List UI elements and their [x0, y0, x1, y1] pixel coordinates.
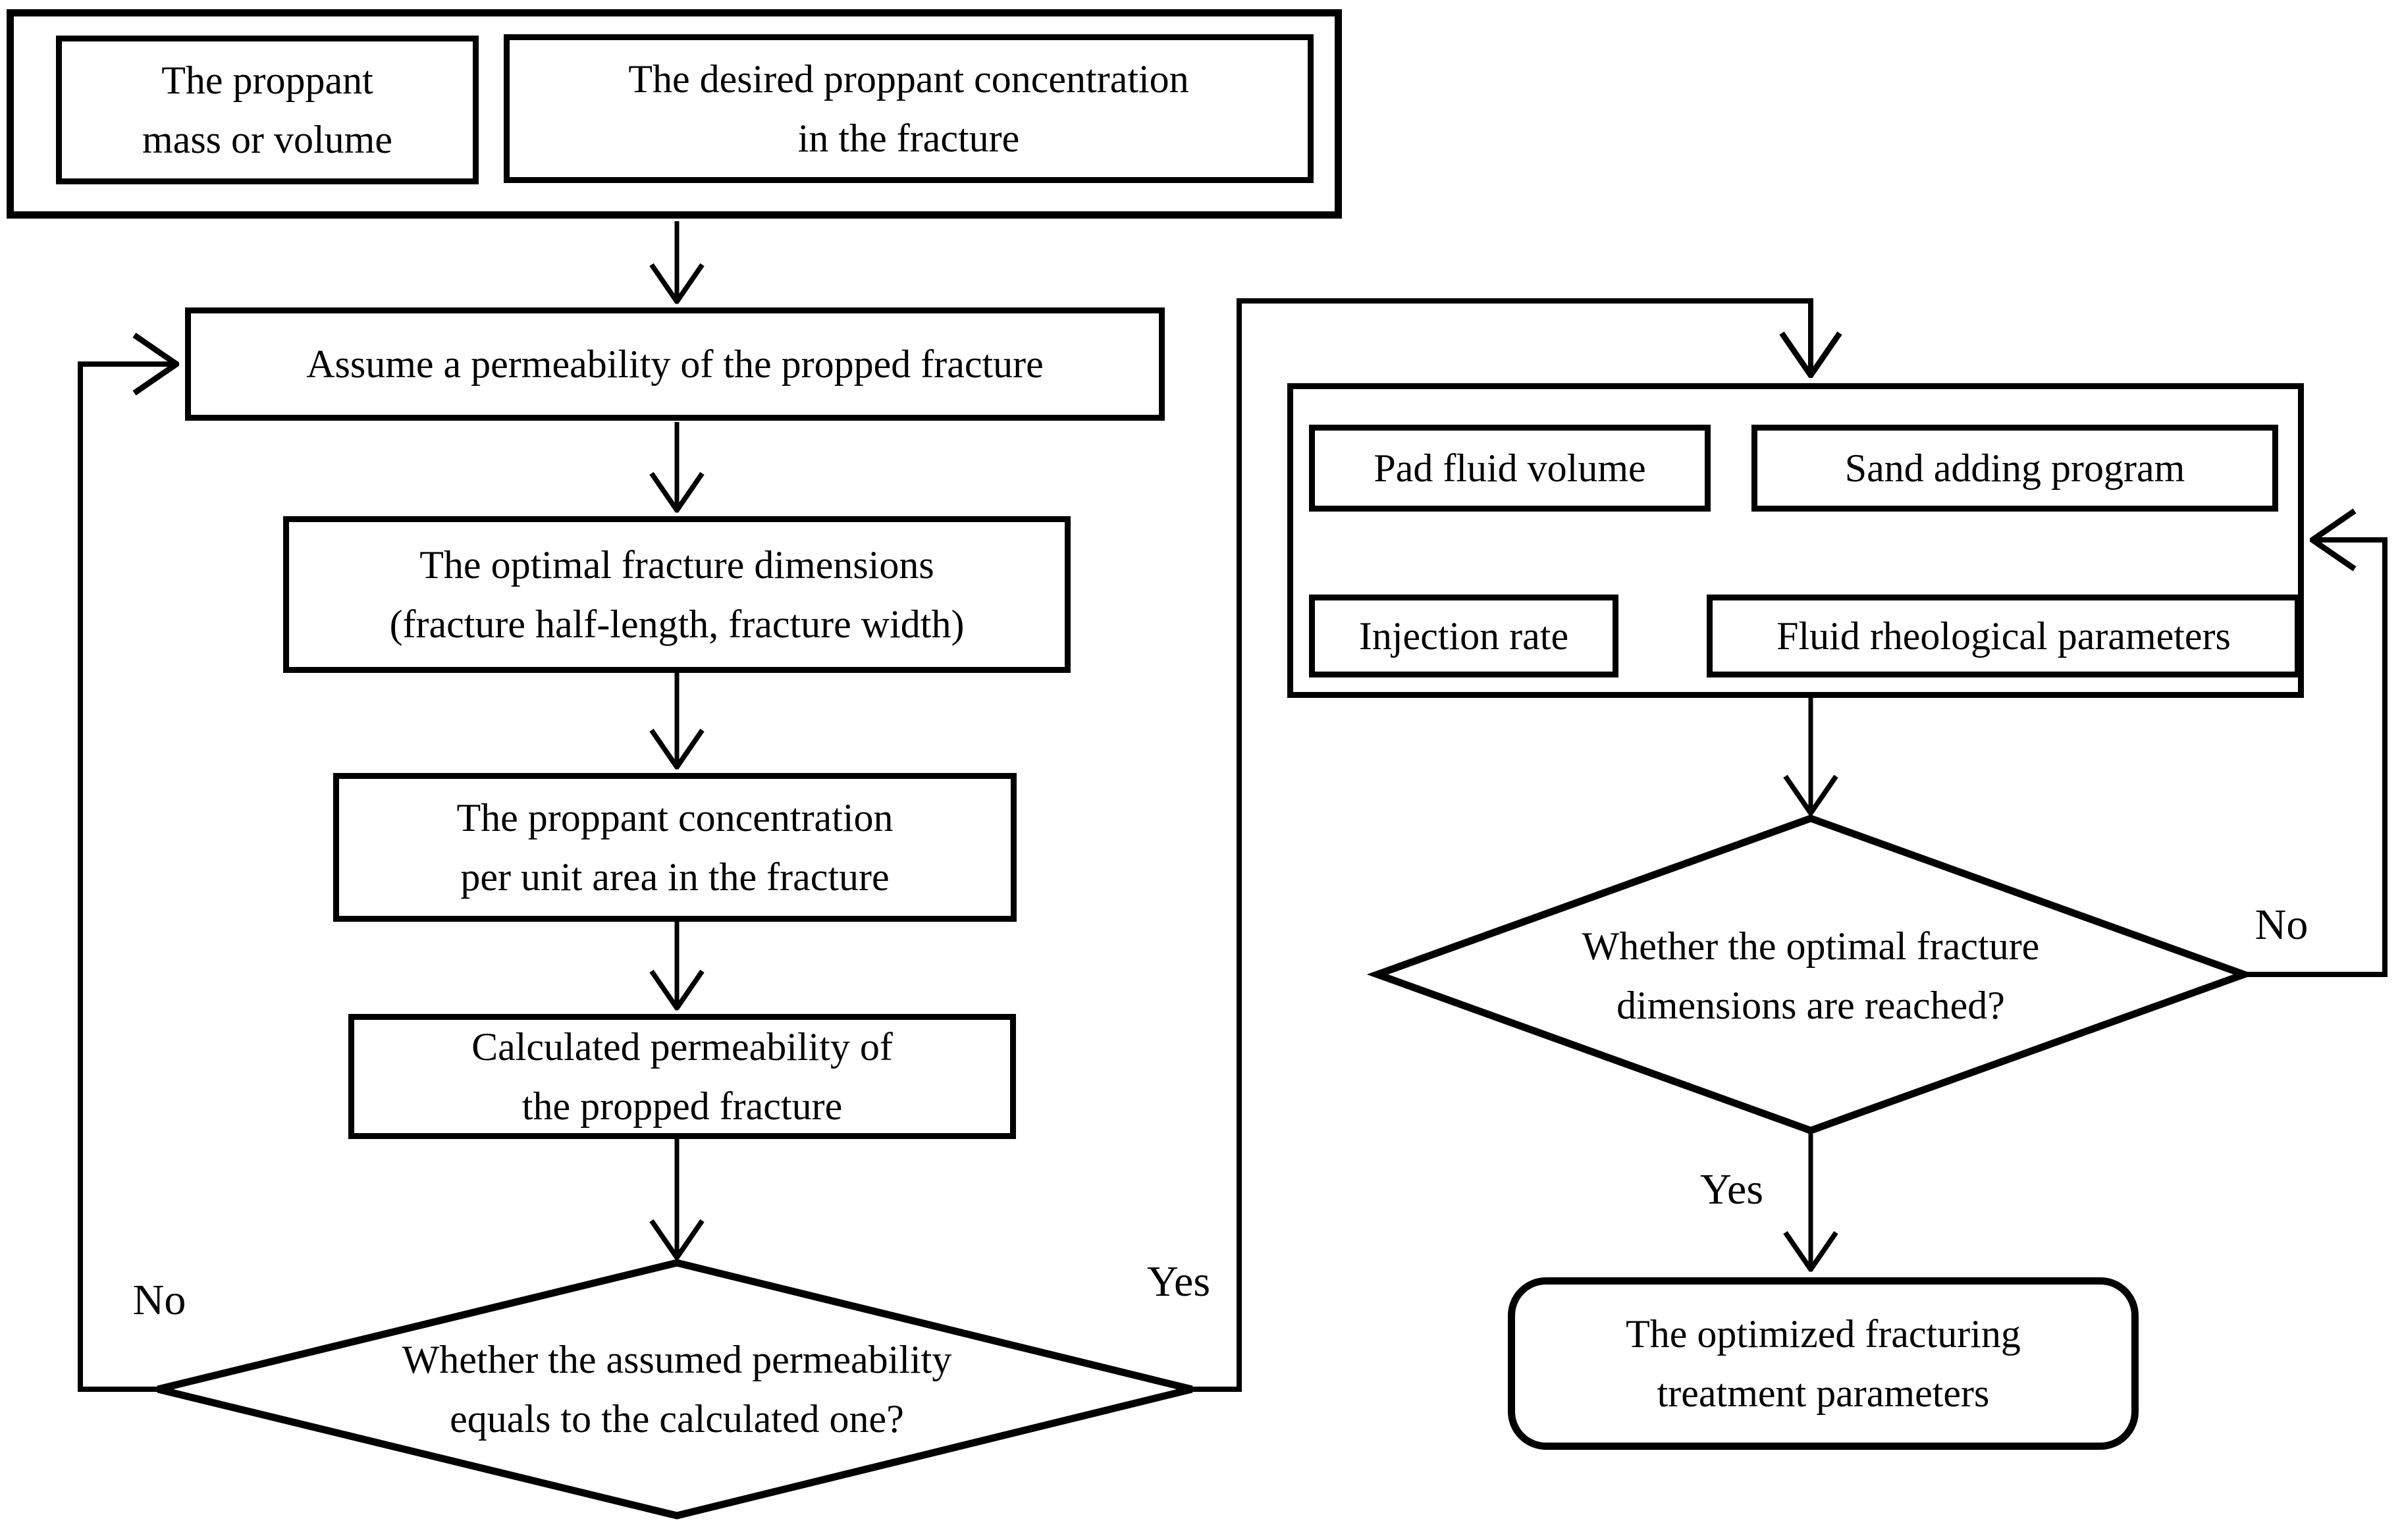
node-optimized-parameters-label: The optimized fracturing treatment param… [1626, 1312, 2021, 1415]
decision-permeability: Whether the assumed permeability equals … [249, 1330, 1105, 1448]
edge-no-loop-right [2244, 540, 2388, 977]
node-sand-adding-program-label: Sand adding program [1844, 446, 2185, 490]
node-proppant-concentration-area-label: The proppant concentration per unit area… [456, 796, 894, 899]
node-fluid-rheological-parameters-label: Fluid rheological parameters [1776, 614, 2231, 658]
node-pad-fluid-volume: Pad fluid volume [1309, 425, 1711, 512]
node-optimal-dimensions: The optimal fracture dimensions (fractur… [283, 516, 1071, 673]
node-optimal-dimensions-label: The optimal fracture dimensions (fractur… [389, 543, 965, 646]
edge-no-loop-left [78, 364, 176, 1392]
node-calculated-permeability: Calculated permeability of the propped f… [348, 1014, 1016, 1139]
node-pad-fluid-volume-label: Pad fluid volume [1374, 446, 1646, 490]
decision-dimensions: Whether the optimal fracture dimensions … [1416, 916, 2206, 1035]
node-assume-permeability-label: Assume a permeability of the propped fra… [306, 342, 1044, 386]
node-proppant-mass-label: The proppant mass or volume [142, 59, 392, 161]
edge-yes-to-parameters [1192, 298, 1811, 1392]
node-desired-concentration-label: The desired proppant concentration in th… [628, 57, 1189, 160]
node-fluid-rheological-parameters: Fluid rheological parameters [1707, 595, 2301, 677]
decision-permeability-diamond [157, 1259, 1193, 1520]
node-desired-concentration: The desired proppant concentration in th… [504, 34, 1314, 183]
node-assume-permeability: Assume a permeability of the propped fra… [185, 307, 1165, 421]
edge-label-yes-right: Yes [1699, 1165, 1764, 1213]
node-injection-rate: Injection rate [1309, 595, 1618, 677]
edge-label-yes-left: Yes [1146, 1258, 1211, 1306]
edge-label-no-right: No [2255, 901, 2309, 949]
node-proppant-concentration-area: The proppant concentration per unit area… [333, 773, 1017, 922]
node-optimized-parameters: The optimized fracturing treatment param… [1508, 1277, 2139, 1450]
node-sand-adding-program: Sand adding program [1751, 425, 2278, 512]
decision-dimensions-label: Whether the optimal fracture dimensions … [1582, 924, 2040, 1027]
edge-label-no-left: No [132, 1276, 186, 1324]
decision-permeability-label: Whether the assumed permeability equals … [402, 1338, 952, 1441]
node-proppant-mass: The proppant mass or volume [56, 36, 479, 184]
node-injection-rate-label: Injection rate [1358, 614, 1569, 658]
node-calculated-permeability-label: Calculated permeability of the propped f… [471, 1025, 893, 1128]
